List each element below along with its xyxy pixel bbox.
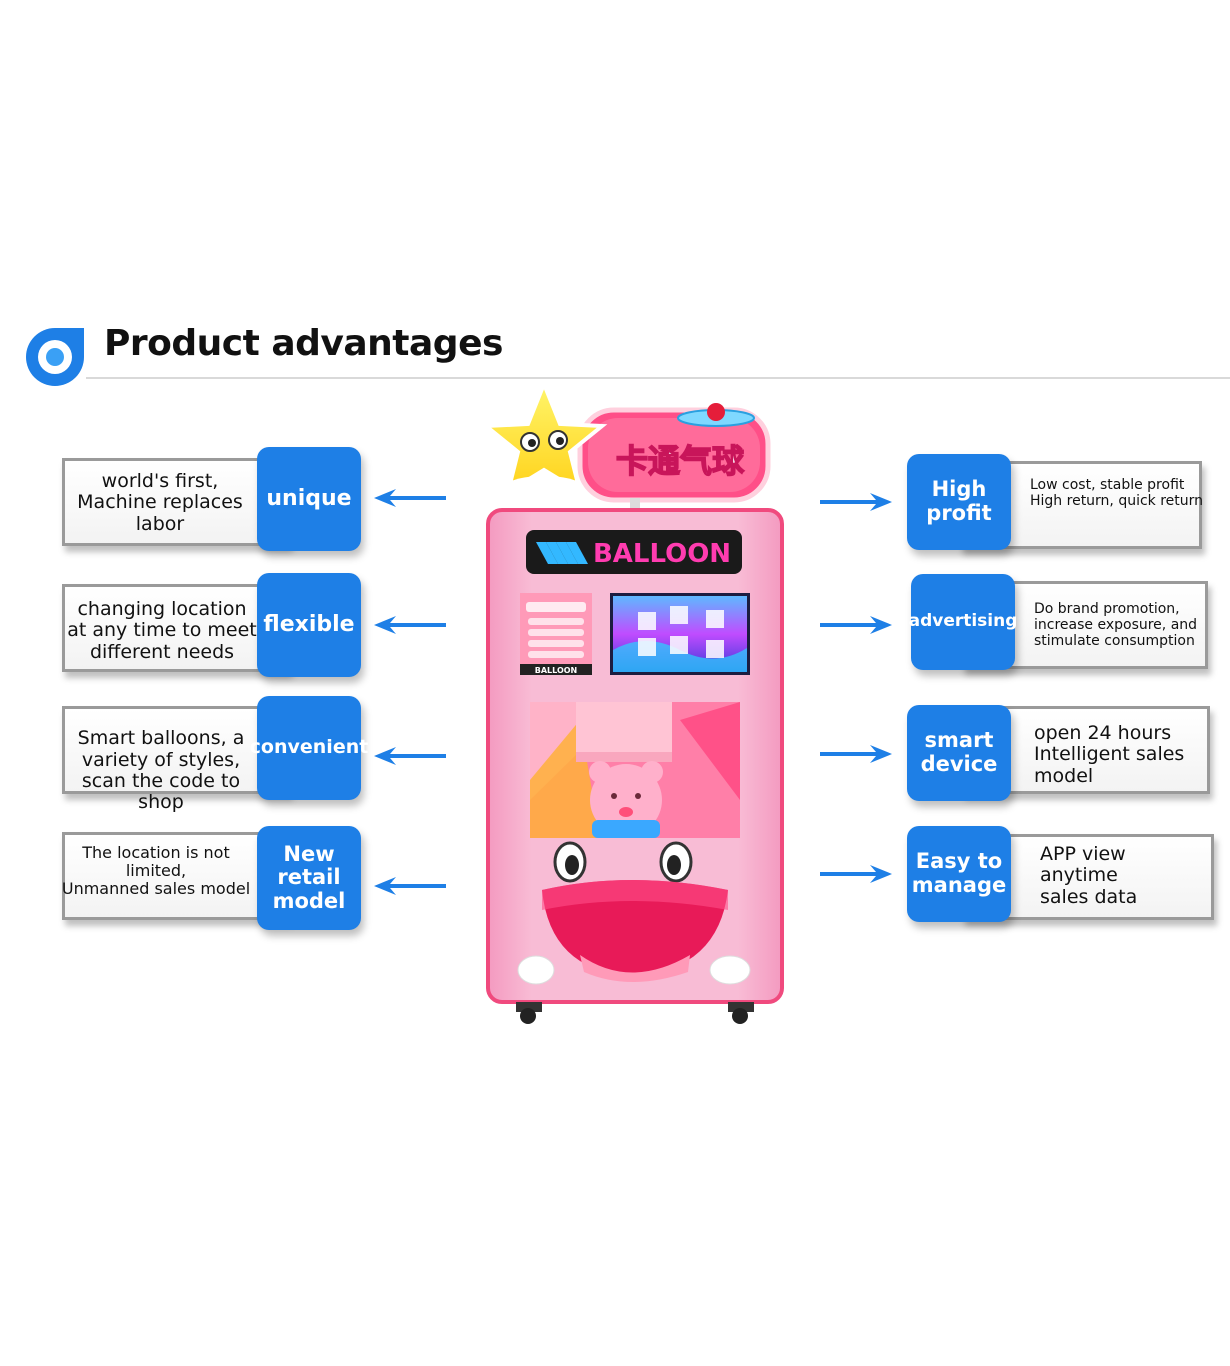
feature-description-smart-device: open 24 hours Intelligent sales model	[1034, 722, 1185, 787]
feature-badge-unique: unique	[257, 447, 361, 551]
feature-badge-flexible: flexible	[257, 573, 361, 677]
page-title: Product advantages	[104, 323, 503, 364]
feature-badge-advertising: advertising	[909, 574, 1017, 670]
feature-description-convenient: Smart balloons, a variety of styles, sca…	[77, 727, 245, 814]
feature-description-flexible: changing location at any time to meet di…	[67, 598, 257, 663]
arrow-left-icon	[374, 616, 446, 634]
feature-badge-easy-manage: Easy to manage	[907, 826, 1011, 922]
machine-illustration: 卡通气球 BALLOON BALLOON	[480, 378, 784, 1024]
header-badge-icon	[26, 328, 84, 386]
machine-sign-text: 卡通气球	[616, 442, 745, 480]
header-divider	[86, 377, 1230, 379]
feature-description-advertising: Do brand promotion, increase exposure, a…	[1034, 601, 1198, 649]
feature-badge-new-retail: New retail model	[257, 826, 361, 930]
arrow-left-icon	[374, 877, 446, 895]
feature-card-flexible	[62, 584, 290, 672]
feature-description-high-profit: Low cost, stable profit High return, qui…	[1030, 477, 1204, 509]
machine-brand-text: BALLOON	[593, 539, 731, 569]
arrow-right-icon	[820, 865, 892, 883]
feature-badge-high-profit: High profit	[907, 454, 1011, 550]
screen-brand-text: BALLOON	[535, 666, 578, 675]
feature-description-easy-manage: APP view anytime sales data	[1040, 843, 1138, 908]
feature-badge-convenient: convenient	[250, 696, 368, 800]
arrow-right-icon	[820, 493, 892, 511]
feature-description-new-retail: The location is not limited, Unmanned sa…	[61, 843, 251, 898]
feature-description-unique: world's first, Machine replaces labor	[77, 470, 243, 535]
arrow-right-icon	[820, 745, 892, 763]
arrow-left-icon	[374, 747, 446, 765]
feature-badge-smart-device: smart device	[907, 705, 1011, 801]
arrow-right-icon	[820, 616, 892, 634]
arrow-left-icon	[374, 489, 446, 507]
balloon-vending-machine: 卡通气球 BALLOON BALLOON	[480, 378, 790, 1030]
